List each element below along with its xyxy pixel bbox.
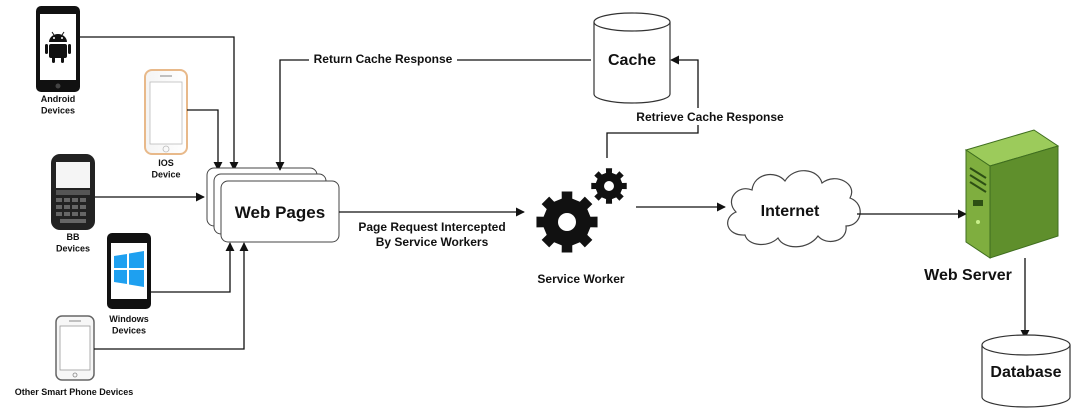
return-cache-response-label: Return Cache Response [314, 52, 453, 66]
cloud-icon [727, 170, 861, 248]
cache-cylinder [593, 12, 671, 104]
web-pages-label: Web Pages [235, 203, 325, 222]
service-worker-label: Service Worker [537, 272, 624, 286]
windows-phone-icon [107, 233, 151, 309]
ios-phone-icon [144, 69, 188, 155]
retrieve-cache-response-label: Retrieve Cache Response [636, 110, 784, 124]
database-cylinder [981, 334, 1071, 408]
windows-to-webpages-connector [151, 242, 235, 293]
android-to-webpages-connector [80, 36, 239, 171]
ios-to-webpages-connector [187, 109, 223, 171]
retrieve-cache-response-connector [606, 55, 699, 158]
web-server-label: Web Server [924, 267, 1012, 284]
gears-icon [536, 168, 627, 253]
cache-label: Cache [608, 52, 656, 69]
other-smartphone-devices-label: Other Smart Phone Devices [15, 387, 134, 397]
web-pages-stack [206, 167, 340, 243]
other-to-webpages-connector [94, 242, 249, 350]
windows-logo-icon [114, 251, 144, 287]
server-tower-icon [964, 129, 1060, 259]
return-cache-response-connector [275, 59, 591, 171]
internet-label: Internet [761, 203, 820, 220]
database-label: Database [990, 364, 1061, 381]
blackberry-phone-icon [51, 154, 95, 230]
smartphone-icon [55, 315, 95, 381]
android-phone-icon [36, 6, 80, 92]
